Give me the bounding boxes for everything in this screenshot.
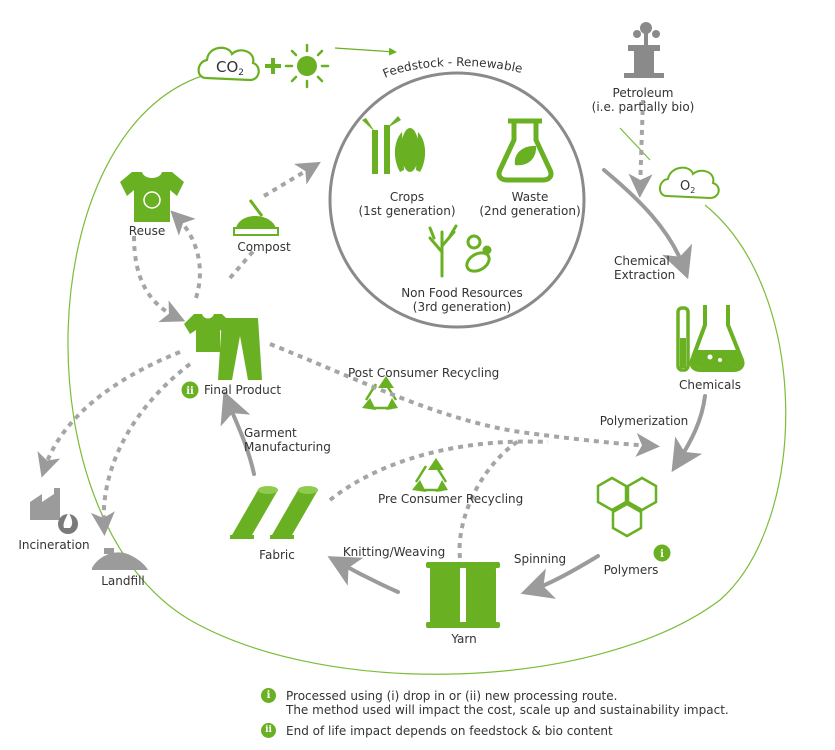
final-to-compost-arrow xyxy=(228,246,258,280)
pre-consumer-recycling-arrow-yarn xyxy=(457,438,522,559)
outer-carbon-cycle-line xyxy=(67,74,787,675)
feedstock-renewable-title: Feedstock - Renewable xyxy=(381,55,524,81)
polymerization-label: Polymerization xyxy=(599,414,689,428)
final-to-reuse-arrow xyxy=(170,210,202,299)
garment-manufacturing-arrow xyxy=(220,390,256,476)
crops-icon xyxy=(362,116,426,174)
co2-to-feedstock-arrow xyxy=(334,47,397,56)
knitting-weaving-arrow xyxy=(327,556,400,594)
non-food-resources-label: Non Food Resources (3rd generation) xyxy=(401,286,523,314)
compost-to-feedstock-arrow xyxy=(262,161,321,198)
crops-label: Crops (1st generation) xyxy=(358,190,456,218)
sun-icon xyxy=(284,43,330,89)
fabric-rolls-icon xyxy=(230,486,318,539)
chemicals-flask-icon xyxy=(676,305,745,372)
pre-consumer-recycle-icon xyxy=(412,458,448,492)
polymerization-arrow xyxy=(671,394,707,473)
o2-connector-line xyxy=(619,127,651,161)
co2-label: CO2 xyxy=(216,58,244,78)
reuse-tshirt-icon xyxy=(120,172,184,222)
waste-label: Waste (2nd generation) xyxy=(479,190,581,218)
compost-label: Compost xyxy=(237,240,291,254)
post-consumer-recycling-arrow xyxy=(269,342,660,457)
o2-cloud-icon xyxy=(659,166,720,200)
knitting-weaving-label: Knitting/Weaving xyxy=(342,545,446,559)
pre-consumer-recycling-label: Pre Consumer Recycling xyxy=(378,492,524,506)
landfill-icon xyxy=(92,548,148,570)
post-consumer-recycling-label: Post Consumer Recycling xyxy=(348,366,500,380)
plus-icon xyxy=(265,58,281,74)
final-product-ii-badge: ii xyxy=(181,381,199,399)
final-product-label: Final Product xyxy=(204,383,282,397)
chemical-extraction-label: Chemical Extraction xyxy=(614,254,676,282)
svg-text:ii: ii xyxy=(186,386,194,397)
pre-consumer-recycling-arrow-fabric xyxy=(328,439,549,502)
final-to-incineration-arrow xyxy=(37,350,181,478)
reuse-to-final-arrow xyxy=(132,235,186,323)
reuse-label: Reuse xyxy=(128,224,166,238)
landfill-label: Landfill xyxy=(101,574,145,588)
dotted-flows xyxy=(37,99,660,559)
incineration-label: Incineration xyxy=(18,538,90,552)
compost-icon xyxy=(233,199,279,236)
garment-manufacturing-label: Garment Manufacturing xyxy=(244,426,331,454)
algae-icon xyxy=(428,224,492,278)
final-to-landfill-arrow xyxy=(90,362,192,536)
chemicals-label: Chemicals xyxy=(679,378,741,392)
svg-text:i: i xyxy=(660,549,664,560)
process-arrows xyxy=(220,168,707,599)
petroleum-label: Petroleum (i.e. partially bio) xyxy=(591,86,695,114)
yarn-label: Yarn xyxy=(451,632,477,646)
footnote-i-badge: i xyxy=(261,688,276,703)
spinning-arrow xyxy=(520,554,600,599)
chemical-extraction-arrow xyxy=(602,168,693,280)
final-product-clothes-icon xyxy=(184,314,262,380)
waste-flask-icon xyxy=(496,118,554,183)
polymers-label: Polymers xyxy=(603,563,659,577)
footnote-ii-badge: ii xyxy=(261,723,276,738)
o2-label: O2 xyxy=(680,179,695,195)
footnote-i-line1: Processed using (i) drop in or (ii) new … xyxy=(286,689,618,703)
oil-well-icon xyxy=(624,22,664,78)
incineration-factory-icon xyxy=(30,488,78,534)
spinning-label: Spinning xyxy=(513,552,567,566)
co2-cloud-icon xyxy=(197,46,260,82)
footnote-ii-text: End of life impact depends on feedstock … xyxy=(286,724,613,738)
yarn-spools-icon xyxy=(426,562,500,628)
polymers-hexagon-icon xyxy=(596,476,658,538)
polymers-i-badge: i xyxy=(653,544,671,562)
feedstock-circle xyxy=(328,71,586,329)
fabric-label: Fabric xyxy=(259,548,295,562)
footnote-i-line2: The method used will impact the cost, sc… xyxy=(286,703,729,717)
